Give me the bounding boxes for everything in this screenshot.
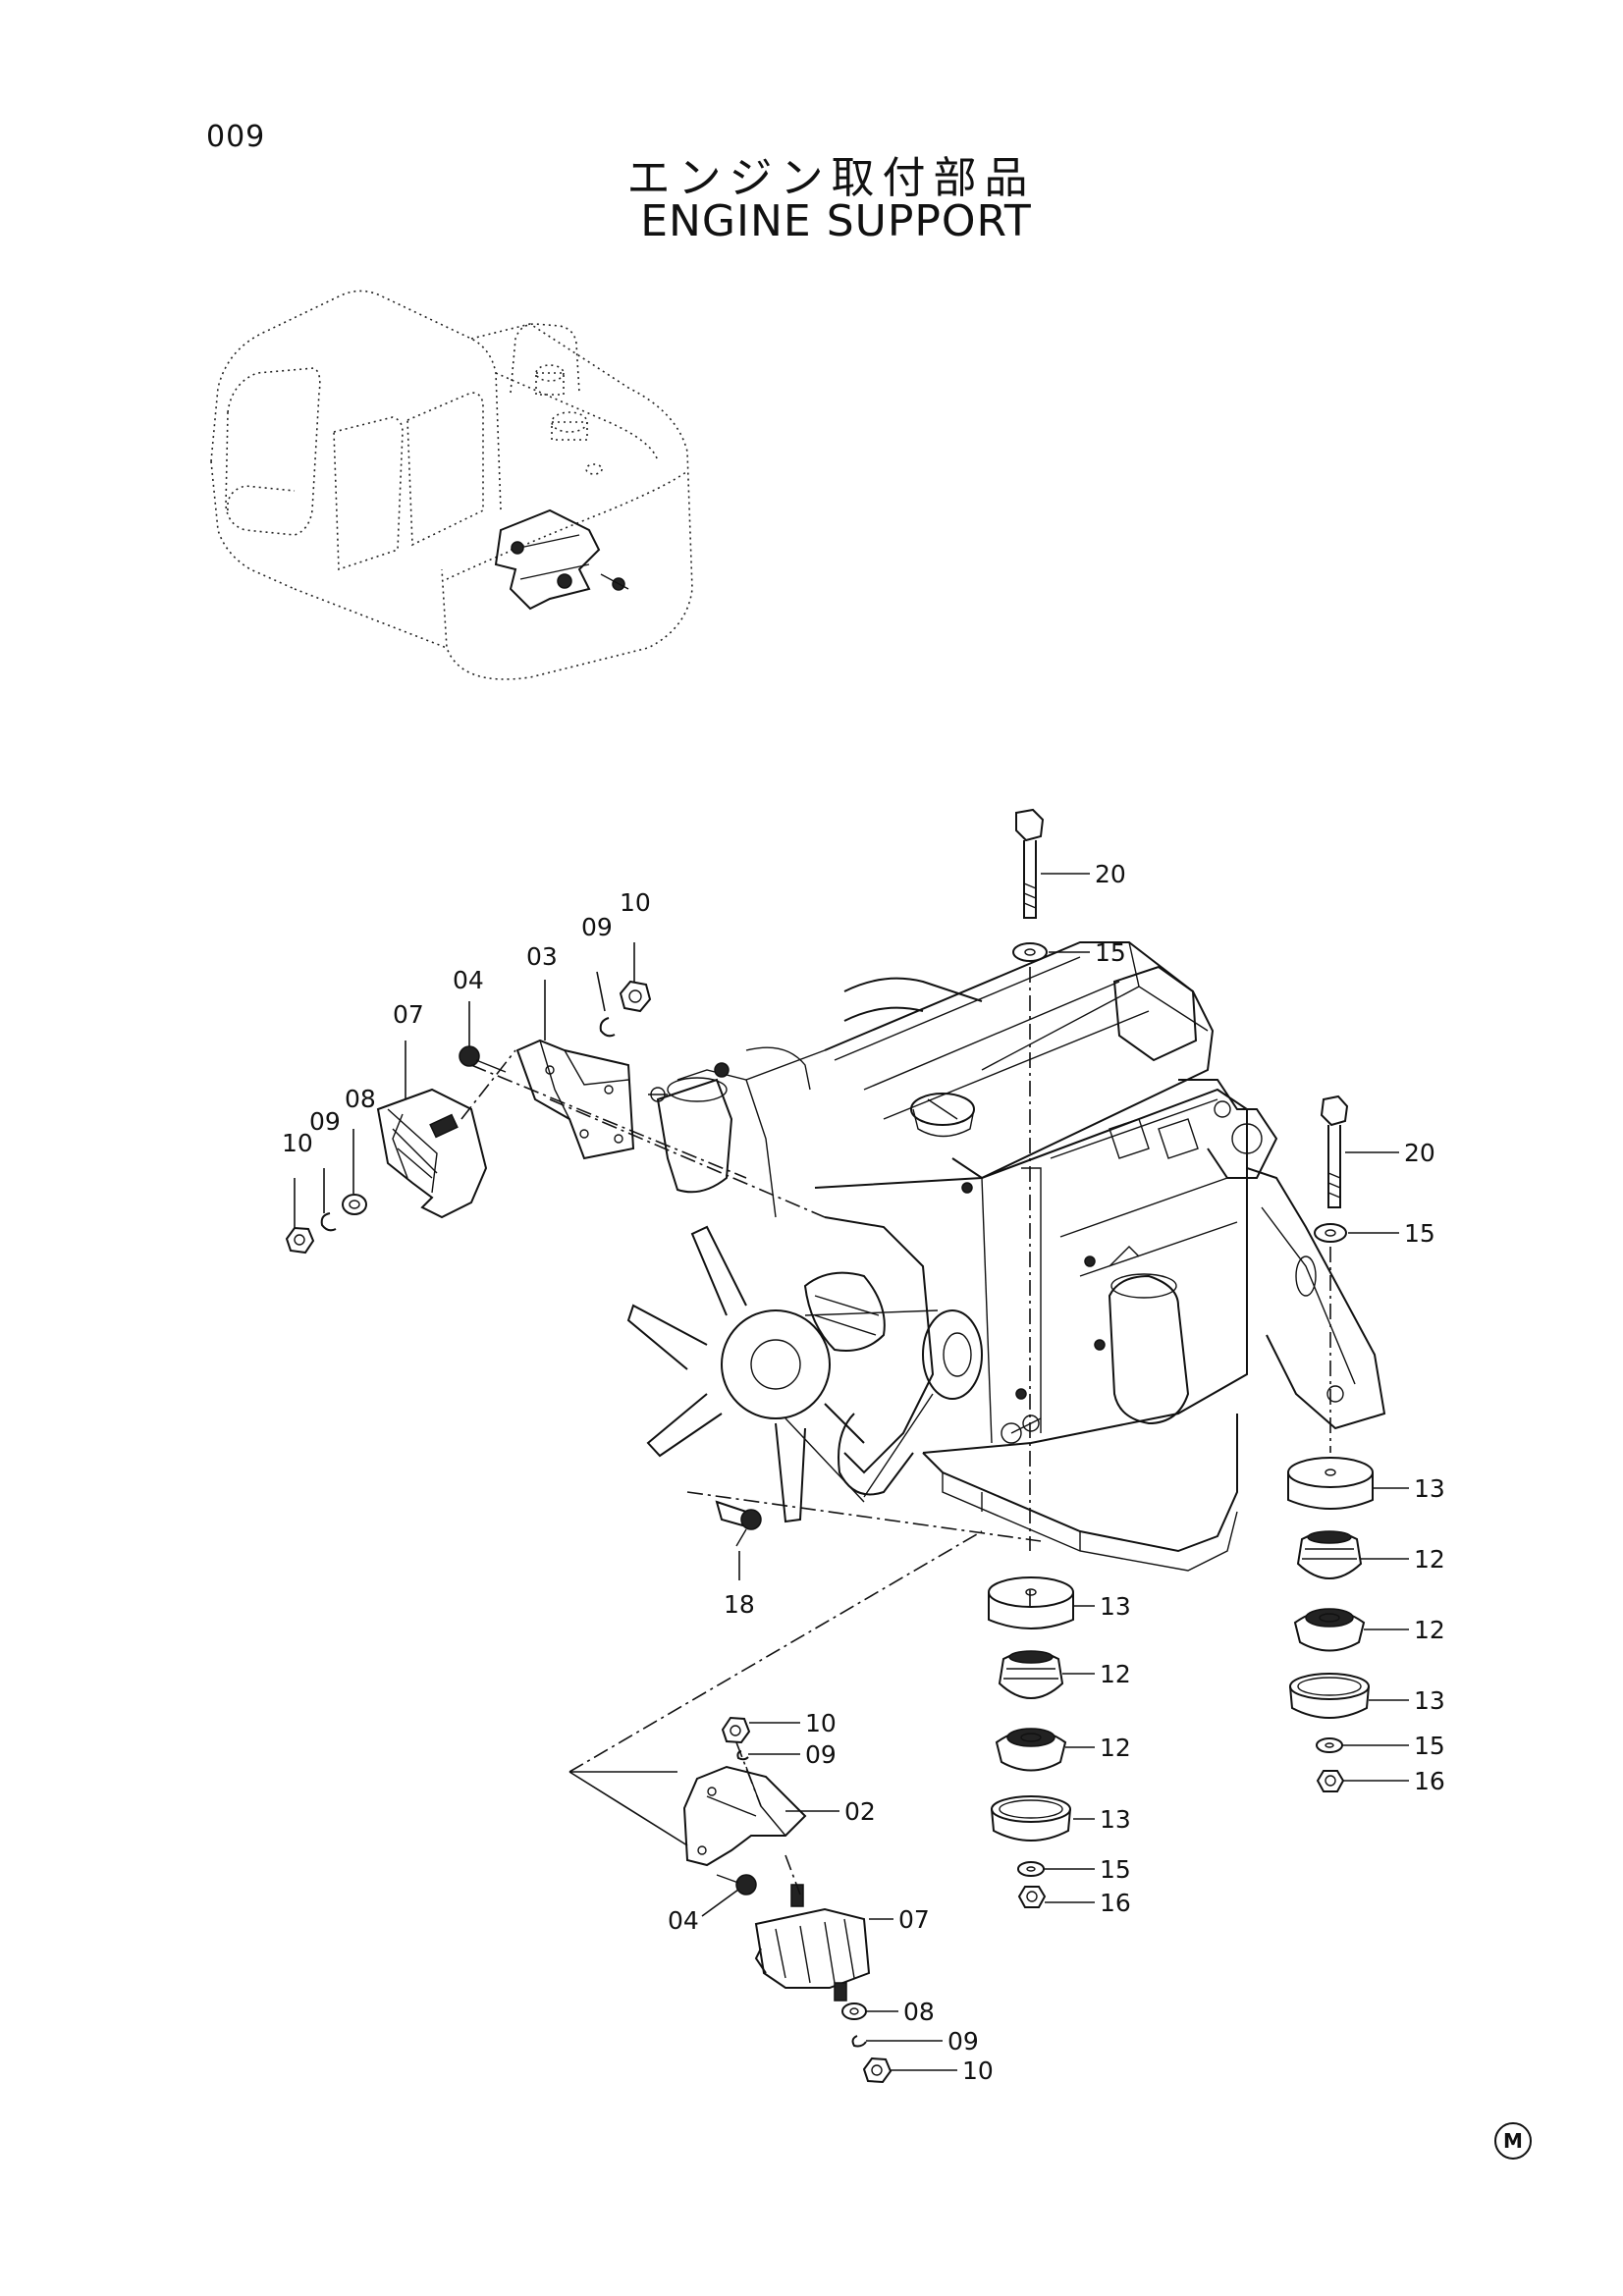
- title-japanese: エンジン取付部品: [626, 153, 1036, 203]
- callout-13-right-b: 13: [1414, 1686, 1445, 1715]
- callout-07-upper: 07: [393, 1000, 424, 1029]
- engine-sketch: [626, 941, 1386, 1572]
- callout-15-center: 15: [1100, 1855, 1131, 1884]
- callout-13-right-a: 13: [1414, 1474, 1445, 1503]
- callout-15-right: 15: [1404, 1219, 1435, 1248]
- callout-12-right-a: 12: [1414, 1545, 1445, 1574]
- callout-02: 02: [844, 1797, 876, 1826]
- callout-12-center-a: 12: [1100, 1660, 1131, 1688]
- callout-04-lower: 04: [668, 1906, 699, 1935]
- callout-09-left: 09: [309, 1107, 341, 1136]
- callout-08-lower: 08: [903, 1998, 935, 2026]
- callout-18: 18: [724, 1590, 755, 1619]
- callout-20-right: 20: [1404, 1139, 1435, 1167]
- callout-13-center-b: 13: [1100, 1805, 1131, 1834]
- callout-10-left: 10: [282, 1129, 313, 1157]
- left-mount-group: [285, 980, 826, 1255]
- callout-20-top: 20: [1095, 860, 1126, 888]
- callout-07-lower: 07: [898, 1905, 930, 1934]
- callout-10-lower-a: 10: [805, 1709, 837, 1737]
- callout-16-center: 16: [1100, 1889, 1131, 1917]
- callout-labels: 20 15 20 15 10 09 03 04 07 08 09 10 13 1…: [282, 860, 1445, 2085]
- right-mount-stack: [1287, 1095, 1374, 1792]
- callout-10-lower-b: 10: [962, 2056, 994, 2085]
- corner-mark-icon: M: [1494, 2122, 1532, 2160]
- callout-10-upper: 10: [620, 888, 651, 917]
- callout-16-right: 16: [1414, 1767, 1445, 1795]
- callout-09-lower-b: 09: [947, 2027, 979, 2056]
- title-english: ENGINE SUPPORT: [640, 196, 1032, 246]
- callout-09-upper: 09: [581, 913, 613, 941]
- callout-09-lower-a: 09: [805, 1740, 837, 1769]
- callout-03: 03: [526, 942, 558, 971]
- lower-mount-group: [568, 1491, 1042, 2084]
- center-mount-stack: [715, 808, 1074, 1908]
- machine-overview-sketch: [210, 290, 693, 680]
- callout-08-upper: 08: [345, 1085, 376, 1113]
- page-number: 009: [206, 120, 266, 154]
- callout-15-right-b: 15: [1414, 1732, 1445, 1760]
- callout-12-center-b: 12: [1100, 1734, 1131, 1762]
- callout-12-right-b: 12: [1414, 1616, 1445, 1644]
- callout-13-center-a: 13: [1100, 1592, 1131, 1621]
- leader-lines: [294, 873, 1409, 2071]
- callout-15-top: 15: [1095, 938, 1126, 967]
- callout-04-upper: 04: [453, 966, 484, 994]
